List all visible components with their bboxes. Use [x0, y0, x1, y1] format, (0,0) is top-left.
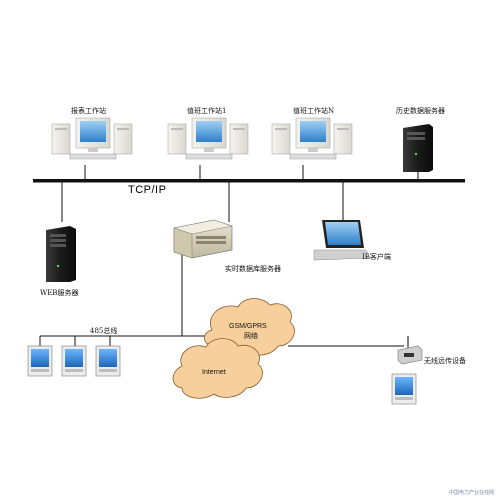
wireless-device: [397, 336, 423, 365]
report-workstation: [51, 117, 133, 160]
watermark: 中国电力产业在线网: [448, 490, 494, 496]
internet-cloud: [172, 338, 263, 399]
label-history-server: 历史数据服务器: [396, 107, 445, 115]
connection-lines: [39, 165, 419, 347]
wireless-meter: [391, 373, 417, 405]
label-internet: Internet: [202, 369, 226, 376]
web-server-tower: [46, 226, 76, 282]
tcpip-bus: [33, 179, 465, 183]
label-duty-station-1: 值班工作站1: [187, 107, 227, 115]
duty-workstation-1: [167, 117, 249, 160]
label-tcpip: TCP/IP: [128, 184, 167, 196]
label-gsm-network: 网络: [244, 332, 258, 340]
label-web-server: WEB服务器: [40, 289, 79, 297]
label-485-bus: 485总线: [90, 327, 118, 335]
label-duty-station-n: 值班工作站N: [293, 107, 335, 115]
meter-3: [95, 345, 121, 377]
label-report-station: 报表工作站: [71, 107, 106, 115]
duty-workstation-n: [271, 117, 353, 160]
label-wireless-device: 无线远传设备: [424, 357, 466, 365]
meter-1: [27, 345, 53, 377]
history-server-tower: [403, 124, 433, 172]
label-ie-client: IE客户端: [362, 253, 391, 261]
label-realtime-server: 实时数据库服务器: [225, 265, 281, 273]
label-gsm-gprs: GSM/GPRS: [229, 323, 267, 330]
realtime-server-rack: [173, 219, 233, 259]
meter-2: [61, 345, 87, 377]
ie-client-laptop: [313, 220, 371, 261]
